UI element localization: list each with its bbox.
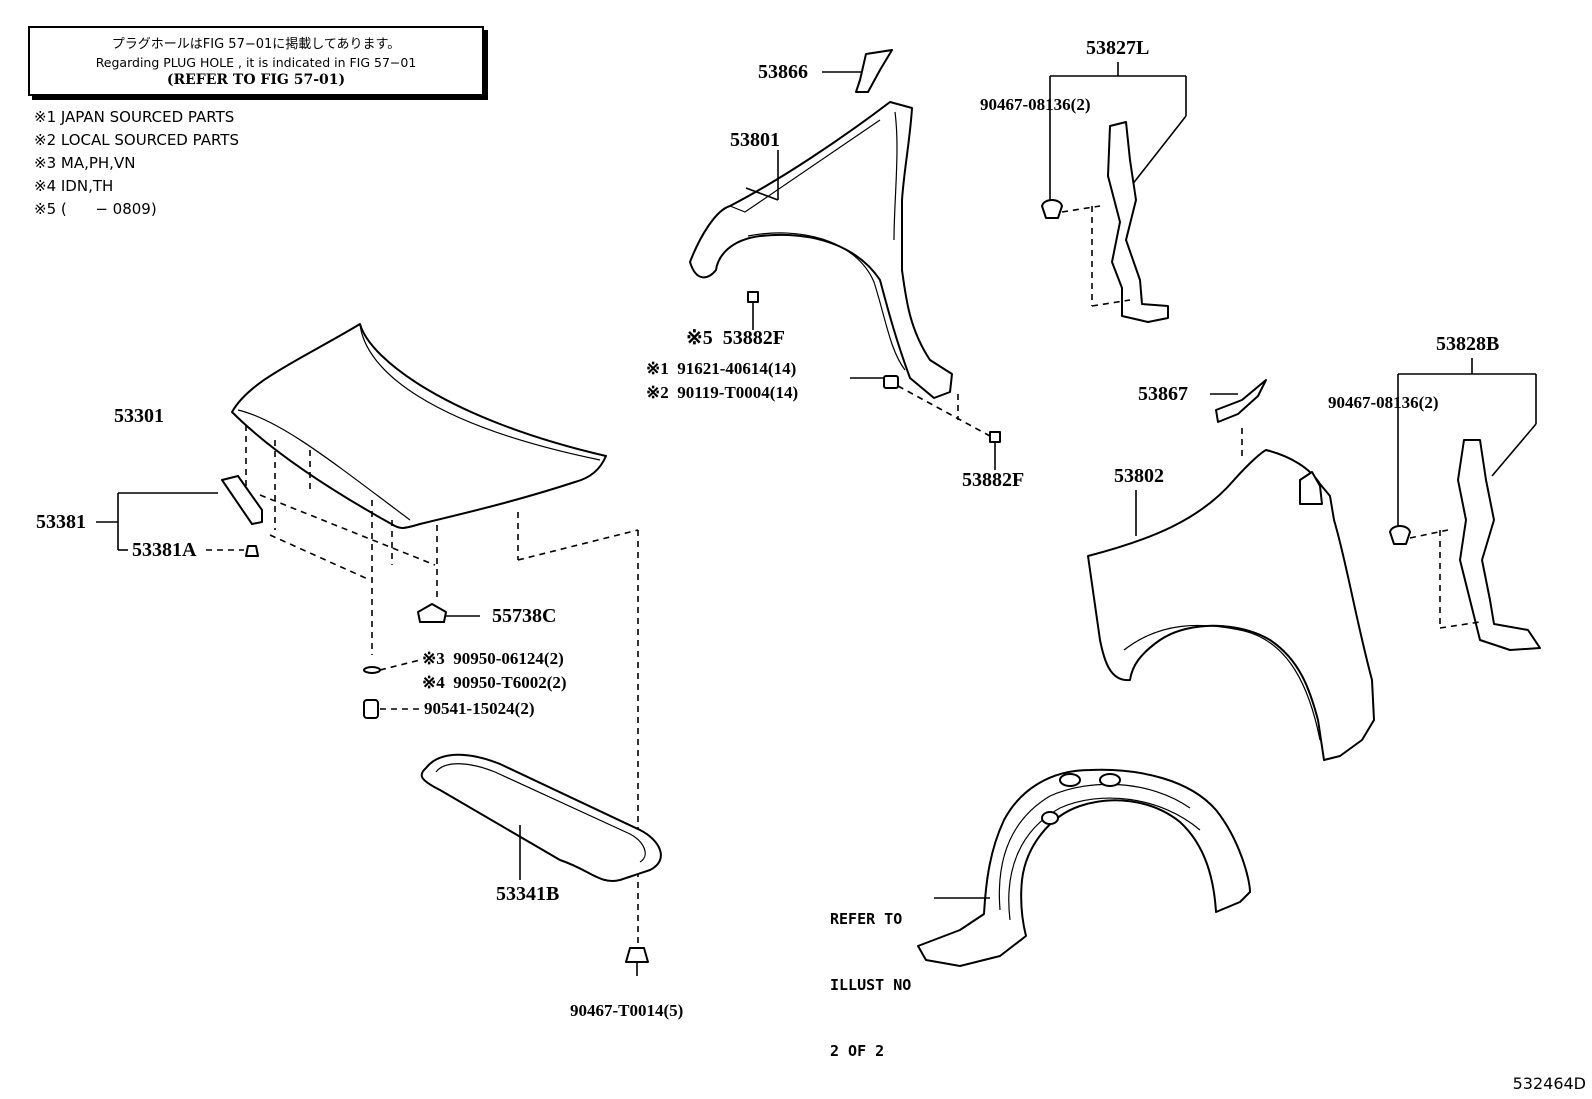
part-label-55738C[interactable]: 55738C	[492, 605, 557, 627]
refer-line-2: ILLUST NO	[830, 976, 912, 994]
refer-line-3: 2 OF 2	[830, 1042, 885, 1060]
fender-bracket-rh-drawing	[1389, 358, 1541, 651]
figure-id: 532464D	[1512, 1074, 1586, 1093]
footnote-4: ※4 IDN,TH	[34, 177, 114, 195]
part-label-53882F-upper[interactable]: ※5 53882F	[686, 327, 785, 349]
footnotes: ※1 JAPAN SOURCED PARTS ※2 LOCAL SOURCED …	[34, 106, 239, 221]
part-label-91621-40614[interactable]: ※1 91621-40614(14)	[646, 359, 797, 378]
part-label-90467-T0014[interactable]: 90467-T0014(5)	[570, 1001, 684, 1020]
footnote-5: ※5 ( − 0809)	[34, 200, 157, 218]
plug-hole-notice: プラグホールはFIG 57−01に掲載してあります。 Regarding PLU…	[28, 26, 484, 96]
hood-seal-drawing	[420, 753, 662, 882]
part-label-53801[interactable]: 53801	[730, 129, 780, 151]
part-label-53866[interactable]: 53866	[758, 61, 808, 83]
hood-clip-drawing	[417, 603, 480, 623]
refer-illustration-note: REFER TO ILLUST NO 2 OF 2	[830, 864, 911, 1084]
fender-parts-upper-drawing	[747, 291, 1001, 470]
plug-and-cushion-drawing	[363, 659, 421, 719]
fender-bracket-lh-drawing	[1041, 62, 1187, 323]
fender-liner-drawing	[917, 768, 1251, 967]
notice-reference: (REFER TO FIG 57-01)	[166, 72, 346, 88]
part-label-90119-T0004[interactable]: ※2 90119-T0004(14)	[646, 383, 799, 402]
part-label-53827L[interactable]: 53827L	[1086, 37, 1150, 59]
part-label-53867[interactable]: 53867	[1138, 383, 1188, 405]
part-label-53381A[interactable]: 53381A	[132, 539, 197, 561]
refer-line-1: REFER TO	[830, 910, 903, 928]
front-fender-rh-drawing	[1087, 449, 1375, 761]
part-label-90541-15024[interactable]: 90541-15024(2)	[424, 699, 535, 718]
part-label-53341B[interactable]: 53341B	[496, 883, 560, 905]
part-label-53301[interactable]: 53301	[114, 405, 164, 427]
hood-leaders	[245, 425, 639, 945]
part-label-90950-06124[interactable]: ※3 90950-06124(2)	[422, 649, 564, 668]
front-fender-lh-drawing	[689, 49, 953, 399]
footnote-1: ※1 JAPAN SOURCED PARTS	[34, 108, 235, 126]
part-label-53882F-lower[interactable]: 53882F	[962, 469, 1025, 491]
footnote-2: ※2 LOCAL SOURCED PARTS	[34, 131, 239, 149]
footnote-3: ※3 MA,PH,VN	[34, 154, 136, 172]
hood-seal-clip-drawing	[625, 947, 649, 976]
part-label-53802[interactable]: 53802	[1114, 465, 1164, 487]
part-label-90467-08136-upper[interactable]: 90467-08136(2)	[980, 95, 1091, 114]
notice-english: Regarding PLUG HOLE , it is indicated in…	[95, 55, 417, 70]
part-label-90467-08136-lower[interactable]: 90467-08136(2)	[1328, 393, 1439, 412]
notice-japanese: プラグホールはFIG 57−01に掲載してあります。	[111, 37, 401, 52]
hood-hinge-drawing	[96, 475, 263, 557]
hood-drawing	[231, 323, 607, 529]
fender-seal-rh-drawing	[1210, 379, 1267, 460]
part-label-53381[interactable]: 53381	[36, 511, 86, 533]
part-label-90950-T6002[interactable]: ※4 90950-T6002(2)	[422, 673, 567, 692]
part-label-53828B[interactable]: 53828B	[1436, 333, 1500, 355]
